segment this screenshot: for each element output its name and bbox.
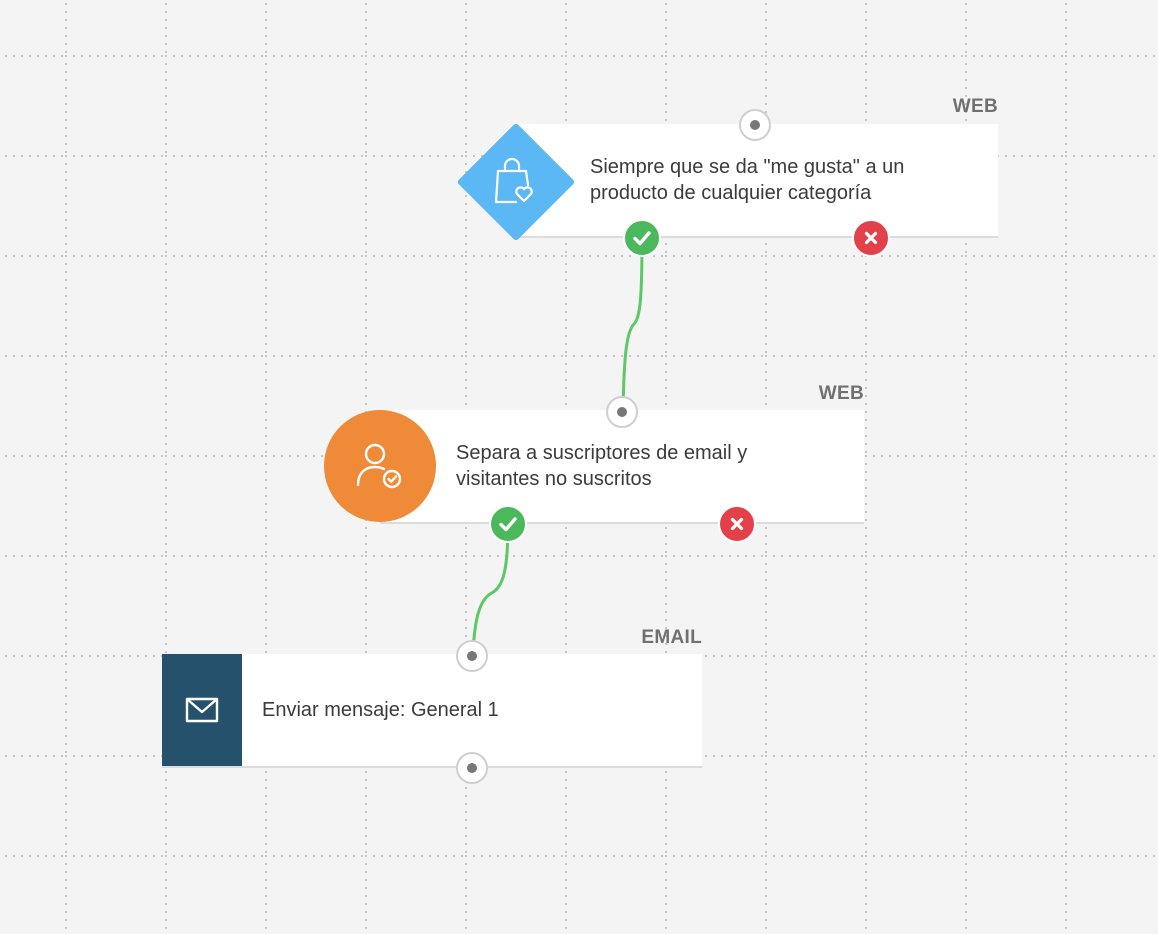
no-port[interactable] — [718, 505, 756, 543]
node-description: Enviar mensaje: General 1 — [262, 699, 499, 721]
email-icon-block — [162, 654, 242, 766]
output-port[interactable] — [456, 752, 488, 784]
channel-label: WEB — [952, 96, 998, 117]
input-port[interactable] — [456, 640, 488, 672]
connector-trigger-to-condition — [621, 237, 644, 411]
user-check-icon — [356, 443, 402, 489]
node-card[interactable] — [162, 654, 702, 766]
channel-label: EMAIL — [641, 627, 702, 648]
check-icon — [633, 231, 651, 246]
condition-circle — [324, 410, 436, 522]
input-port[interactable] — [739, 109, 771, 141]
node-description: Siempre que se da "me gusta" a un produc… — [590, 156, 905, 204]
shopping-bag-heart-icon — [494, 157, 533, 204]
input-port[interactable] — [606, 396, 638, 428]
check-icon — [499, 517, 517, 532]
yes-port[interactable] — [489, 505, 527, 543]
no-port[interactable] — [852, 219, 890, 257]
node-card[interactable] — [514, 124, 998, 236]
channel-label: WEB — [818, 383, 864, 404]
close-icon — [730, 517, 744, 531]
node-card[interactable] — [380, 410, 864, 522]
yes-port[interactable] — [623, 219, 661, 257]
envelope-icon — [185, 697, 219, 723]
node-description: Separa a suscriptores de email y visitan… — [456, 442, 748, 490]
connector-condition-to-email — [471, 523, 510, 657]
close-icon — [864, 231, 878, 245]
